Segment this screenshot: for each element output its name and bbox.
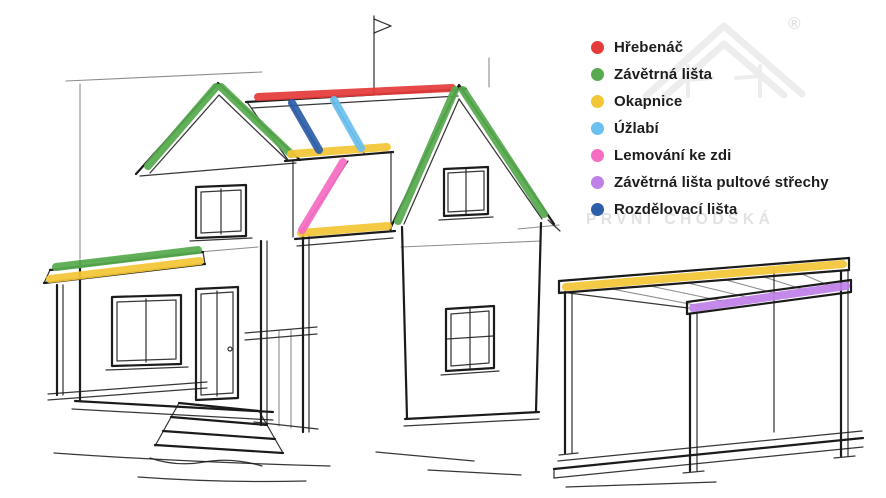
highlight-zavetrna-pultova [689,282,850,312]
legend-item-label: Závětrná lišta [614,66,713,83]
legend-item-label: Závětrná lišta pultové střechy [614,174,829,191]
highlight-okapnice-dormer-eave [287,143,391,158]
legend-item-label: Úžlabí [614,120,659,137]
legend-item-label: Okapnice [614,93,683,110]
legend-color-dot [591,95,604,108]
highlight-okapnice-entry-eave [297,222,392,237]
highlight-zavetrna-gable-left [394,86,459,225]
highlight-lemovani-ke-zdi [298,158,347,234]
highlight-zavetrna-dormer-left [144,83,220,170]
legend-item-label: Rozdělovací lišta [614,201,738,218]
legend-color-dot [591,203,604,216]
legend-item-label: Hřebenáč [614,39,684,56]
legend-item: Úžlabí [591,115,829,142]
highlight-zavetrna-dormer-right [217,83,295,158]
highlight-okapnice-pergola-beam [562,260,847,291]
legend-item: Okapnice [591,88,829,115]
house-sketch [42,15,561,483]
legend-item: Lemování ke zdi [591,142,829,169]
legend-item: Hřebenáč [591,34,829,61]
legend-color-dot [591,176,604,189]
legend-color-dot [591,149,604,162]
legend-color-dot [591,68,604,81]
highlight-lines [46,83,850,312]
legend: Hřebenáč Závětrná lišta Okapnice Úžlabí … [591,34,829,223]
legend-item-label: Lemování ke zdi [614,147,732,164]
legend-item: Rozdělovací lišta [591,196,829,223]
highlight-uzlabi-valley [330,96,365,152]
legend-color-dot [591,122,604,135]
brand-watermark-text: PRVNÍ CHODSKÁ [586,211,775,228]
legend-color-dot [591,41,604,54]
highlight-okapnice-porch-eave [46,257,204,283]
legend-item: Závětrná lišta pultové střechy [591,169,829,196]
highlight-zavetrna-porch [52,246,202,271]
pergola-sketch [552,256,865,488]
registered-trademark-symbol: ® [788,14,801,33]
legend-item: Závětrná lišta [591,61,829,88]
highlight-zavetrna-gable-right [459,86,548,218]
brand-logo-watermark-icon [642,22,806,101]
highlight-hrebenac-ridge [254,84,456,101]
highlight-rozdelovaci-lista [288,99,323,154]
